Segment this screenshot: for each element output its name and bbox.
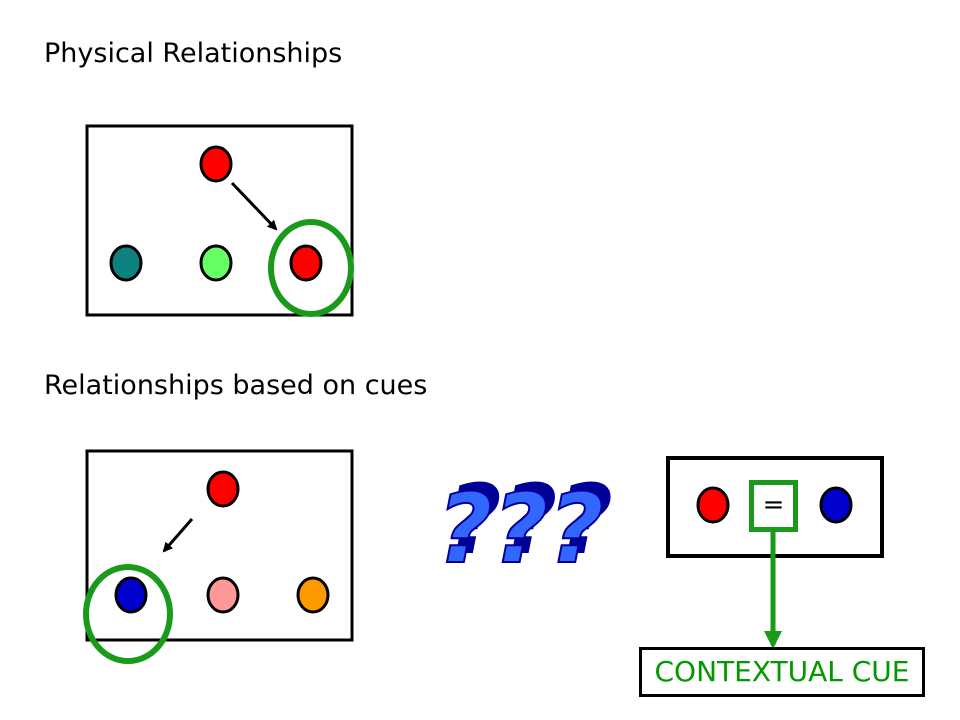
svg-text:???: ??? [437,473,604,585]
physical-red-dot [289,244,323,282]
cues-top-red-dot [206,470,240,508]
contextual-cue-label: CONTEXTUAL CUE [639,647,925,697]
physical-light-green-dot [199,244,233,282]
cue-blue-dot [819,486,853,524]
physical-teal-dot [109,244,143,282]
svg-text:???: ??? [446,464,613,576]
cues-pink-dot [206,576,240,614]
question-marks-graphic: ??? ??? [436,464,613,586]
cues-blue-dot [114,576,148,614]
physical-top-red-dot [199,145,233,183]
cues-highlight-circle [83,564,173,664]
cues-arrow [162,518,194,553]
physical-highlight-circle [268,219,354,317]
cue-equals-box: = [749,480,798,532]
physical-arrow [230,181,278,231]
heading-relationships-based-on-cues: Relationships based on cues [44,370,428,401]
cues-orange-dot [296,576,330,614]
cue-red-dot [696,486,730,524]
heading-physical-relationships: Physical Relationships [44,38,343,69]
